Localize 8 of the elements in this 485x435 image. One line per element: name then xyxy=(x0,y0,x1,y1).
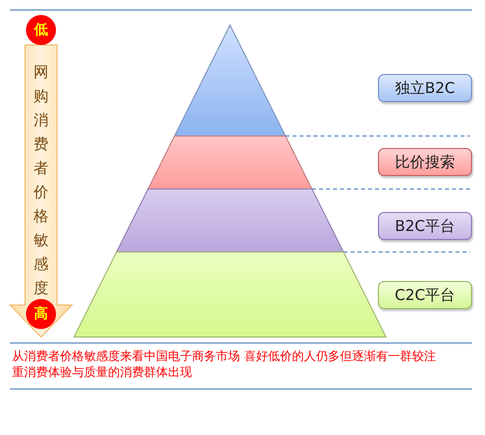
label-box: C2C平台 xyxy=(378,281,472,309)
label-box: B2C平台 xyxy=(378,212,472,240)
block-arrow xyxy=(8,44,74,338)
circle-badge: 低 xyxy=(26,15,56,45)
label-box: 独立B2C xyxy=(378,74,472,102)
label-box: 比价搜索 xyxy=(378,148,472,176)
edge-label: 网购消费者价格敏感度 xyxy=(33,62,49,299)
caption: 从消费者价格敏感度来看中国电子商务市场 喜好低价的人仍多但逐渐有一群较注重消费体验与质量的消费群体出现 xyxy=(12,348,437,380)
